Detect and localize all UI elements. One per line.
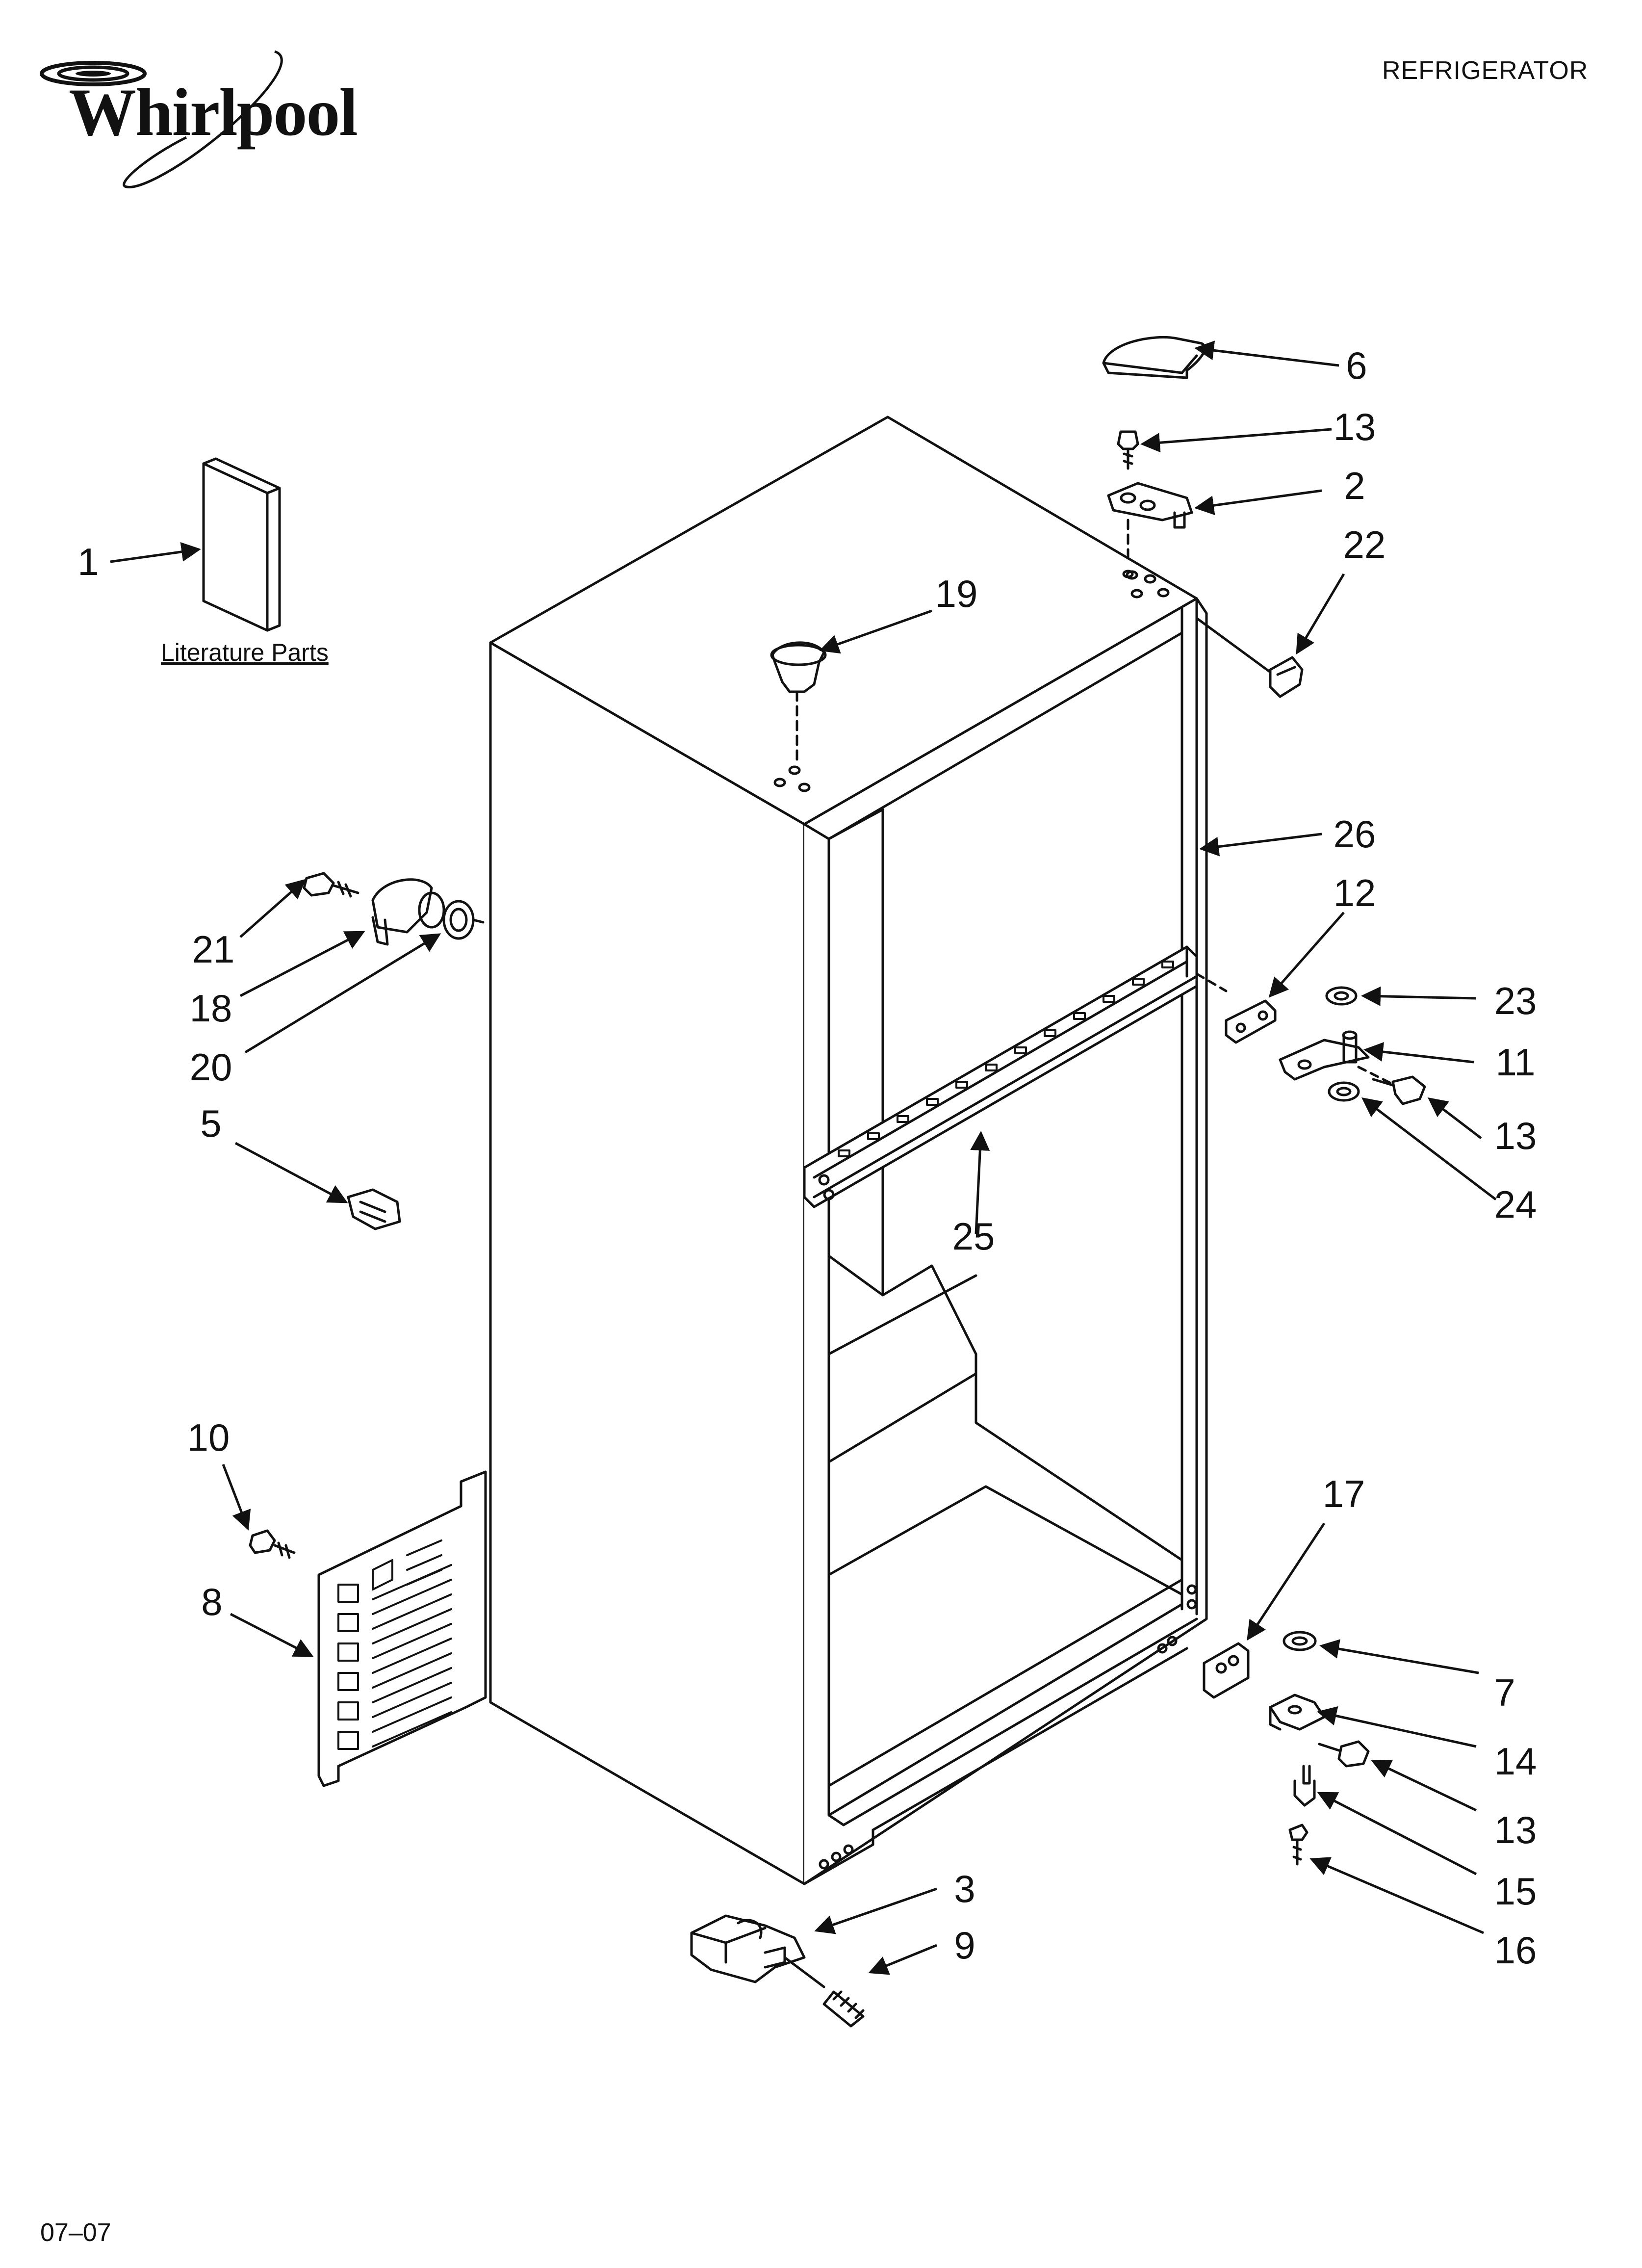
leader-13c <box>1371 1759 1477 1812</box>
leader-17 <box>1247 1522 1326 1641</box>
callout-18: 18 <box>189 987 232 1030</box>
literature-parts-caption: Literature Parts <box>161 639 329 666</box>
callout-6: 6 <box>1346 344 1367 387</box>
leader-9 <box>868 1944 937 1975</box>
callout-14: 14 <box>1494 1740 1537 1783</box>
leader-16 <box>1309 1857 1484 1934</box>
leader-13a <box>1140 428 1332 453</box>
logo-swirl-icon <box>40 50 283 188</box>
callout-13-middle: 13 <box>1494 1114 1537 1157</box>
leader-24 <box>1361 1097 1497 1200</box>
callout-17: 17 <box>1322 1472 1365 1515</box>
callout-26: 26 <box>1333 812 1376 856</box>
leader-18 <box>239 931 365 997</box>
leader-3 <box>814 1887 937 1934</box>
leader-7 <box>1319 1639 1479 1674</box>
diagram-category: REFRIGERATOR <box>1382 56 1589 85</box>
leader-6 <box>1194 340 1339 367</box>
callout-8: 8 <box>201 1580 223 1623</box>
leader-11 <box>1363 1042 1474 1064</box>
leader-2 <box>1194 489 1322 516</box>
leader-5 <box>234 1142 348 1203</box>
callout-7: 7 <box>1494 1671 1515 1714</box>
callout-24: 24 <box>1494 1183 1537 1226</box>
callout-9: 9 <box>954 1924 975 1967</box>
leader-14 <box>1317 1706 1477 1748</box>
leader-23 <box>1361 986 1477 1006</box>
leader-22 <box>1296 573 1345 655</box>
callout-16: 16 <box>1494 1929 1537 1972</box>
callout-2: 2 <box>1344 464 1365 507</box>
leader-15 <box>1317 1792 1477 1876</box>
callout-13-bottom: 13 <box>1494 1808 1537 1851</box>
callout-11: 11 <box>1495 1041 1536 1084</box>
callout-19: 19 <box>935 572 978 615</box>
callout-20: 20 <box>189 1045 232 1089</box>
callout-15: 15 <box>1494 1870 1537 1913</box>
date-code: 07–07 <box>40 2218 111 2247</box>
leader-10 <box>222 1464 251 1531</box>
leader-19 <box>819 609 932 654</box>
callout-1: 1 <box>77 540 99 583</box>
leader-20 <box>244 933 441 1054</box>
leader-13b <box>1428 1097 1482 1139</box>
callout-10: 10 <box>187 1416 230 1459</box>
leader-1 <box>110 542 201 563</box>
callout-25: 25 <box>952 1215 995 1258</box>
callout-21: 21 <box>192 928 235 971</box>
callout-3: 3 <box>954 1867 975 1910</box>
callout-13-top: 13 <box>1333 405 1376 448</box>
callout-22: 22 <box>1343 523 1386 566</box>
leader-12 <box>1268 912 1345 998</box>
callout-12: 12 <box>1333 871 1376 914</box>
brand-name: Whirlpool <box>69 75 358 150</box>
leader-8 <box>230 1613 314 1657</box>
callout-23: 23 <box>1494 979 1537 1022</box>
leader-25 <box>970 1131 990 1234</box>
leader-26 <box>1199 833 1322 857</box>
leader-21 <box>239 879 306 938</box>
callout-5: 5 <box>200 1102 222 1145</box>
